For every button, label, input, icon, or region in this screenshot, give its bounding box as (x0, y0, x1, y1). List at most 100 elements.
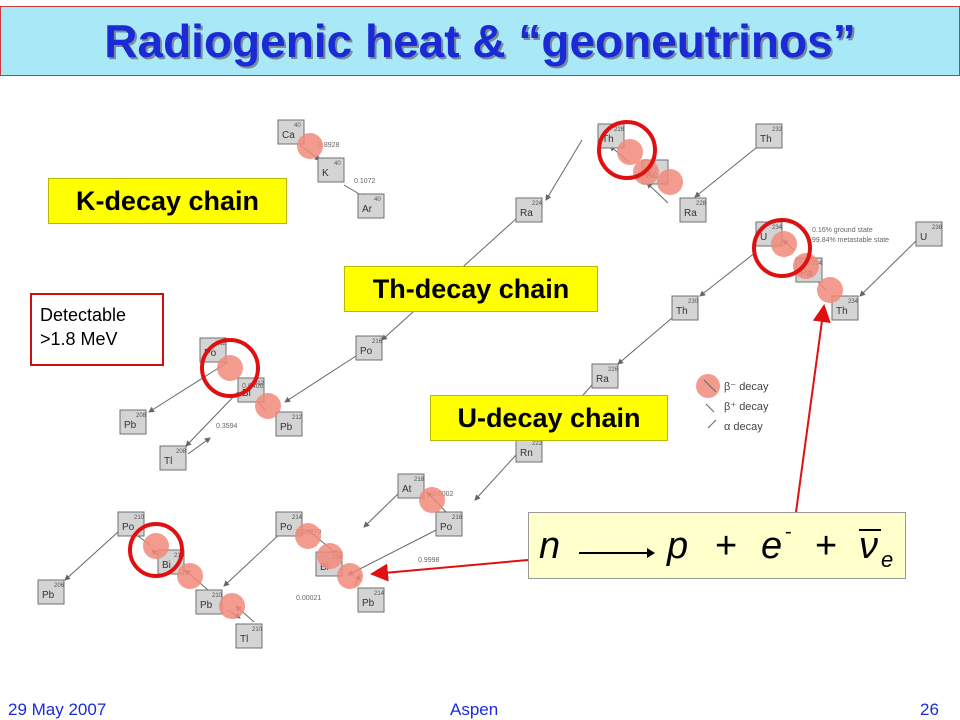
nuclide-symbol: Bi (242, 388, 251, 399)
footer-date: 29 May 2007 (8, 700, 107, 719)
nuclide-mass: 212 (254, 381, 265, 387)
nuclide-symbol: Ar (362, 204, 373, 215)
nuclide-symbol: Ra (520, 208, 533, 219)
neutrino-flavor: e (881, 547, 894, 572)
beta-decay-markers (143, 133, 843, 619)
nuclide-symbol: U (920, 232, 927, 243)
nuclide-mass: 218 (414, 477, 425, 483)
branch-ratio: 0.9998 (418, 557, 440, 564)
nuclide-mass: 238 (932, 225, 943, 231)
pointer-arrow (795, 304, 831, 513)
state-note: 0.16% ground state (812, 227, 873, 234)
nuclide-mass: 40 (334, 161, 341, 167)
title-bar (0, 6, 960, 76)
nuclide-symbol: Pb (362, 598, 375, 609)
reaction-arrow (579, 548, 655, 558)
nuclide-symbol: Rn (520, 448, 533, 459)
nuclide-symbol: Bi (162, 560, 171, 571)
nuclide-mass: 218 (452, 515, 463, 521)
nuclide-mass: 212 (216, 341, 227, 347)
nuclide-mass: 210 (252, 627, 263, 633)
nuclide-symbol: Ca (282, 130, 295, 141)
nuclide-symbol: Pb (124, 420, 137, 431)
nuclide-k40: 40K (317, 157, 345, 183)
legend-alpha: α decay (724, 421, 763, 433)
nuclide-mass: 228 (696, 201, 707, 207)
nuclide-mass: 232 (772, 127, 783, 133)
u-chain-label: U-decay chain (430, 395, 668, 441)
nuclide-mass: 208 (176, 449, 187, 455)
state-note: 99.84% metastable state (812, 237, 889, 244)
nuclide-symbol: Po (122, 522, 135, 533)
nuclide-symbol: U (760, 232, 767, 243)
legend-beta-plus: β⁺ decay (724, 401, 769, 413)
th-chain-label: Th-decay chain (344, 266, 598, 312)
nuclide-mass: 214 (374, 591, 385, 597)
k-chain-label: K-decay chain (48, 178, 287, 224)
nuclide-symbol: Po (204, 348, 217, 359)
branch-ratio: 0.3594 (216, 423, 238, 430)
nuclide-mass: 40 (374, 197, 381, 203)
antineutrino-bar (859, 529, 881, 531)
nuclide-mass: 216 (372, 339, 383, 345)
nuclide-symbol: Th (760, 134, 772, 145)
nuclide-symbol: K (322, 168, 329, 179)
beta-decay-equation: n p + e - + ν e (528, 512, 906, 579)
footer-page-number: 26 (920, 700, 939, 719)
plus-sign: + (715, 525, 738, 567)
nuclide-symbol: Ra (684, 208, 697, 219)
nuclide-mass: 206 (54, 583, 65, 589)
nuclide-mass: 222 (532, 441, 543, 447)
nuclide-symbol: Po (280, 522, 293, 533)
proton-symbol: p (667, 525, 689, 567)
nuclide-mass: 210 (134, 515, 145, 521)
branch-ratio: 0.1072 (354, 178, 376, 185)
nuclide-mass: 230 (688, 299, 699, 305)
nuclide-symbol: Pb (280, 422, 293, 433)
plus-sign: + (815, 525, 838, 567)
legend: β⁻ decay β⁺ decay α decay (696, 374, 769, 433)
legend-beta-minus: β⁻ decay (724, 381, 769, 393)
nuclide-symbol: Th (836, 306, 848, 317)
detectable-line2: >1.8 MeV (40, 329, 118, 349)
detectable-line1: Detectable (40, 305, 127, 325)
detectable-rings (128, 120, 812, 578)
nuclide-mass: 214 (292, 515, 303, 521)
footer-place: Aspen (450, 700, 499, 719)
nuclide-mass: 210 (212, 593, 223, 599)
nuclide-symbol: Pb (42, 590, 55, 601)
nuclide-symbol: Po (360, 346, 373, 357)
nuclide-symbol: At (402, 484, 412, 495)
slide-title: Radiogenic heat & “geoneutrinos” (104, 15, 856, 67)
nuclide-symbol: Pb (200, 600, 213, 611)
nuclide-mass: 224 (532, 201, 543, 207)
detectable-note: Detectable >1.8 MeV (30, 293, 164, 366)
neutrino-symbol: ν (859, 525, 878, 567)
electron-symbol: e (761, 525, 783, 567)
nuclide-symbol: Tl (164, 456, 172, 467)
branch-ratio: 0.00021 (296, 595, 321, 602)
nuclide-mass: 208 (136, 413, 147, 419)
nuclide-mass: 234 (772, 225, 783, 231)
neutron-symbol: n (539, 525, 561, 567)
nuclide-symbol: Th (676, 306, 688, 317)
nuclide-symbol: Th (602, 134, 614, 145)
